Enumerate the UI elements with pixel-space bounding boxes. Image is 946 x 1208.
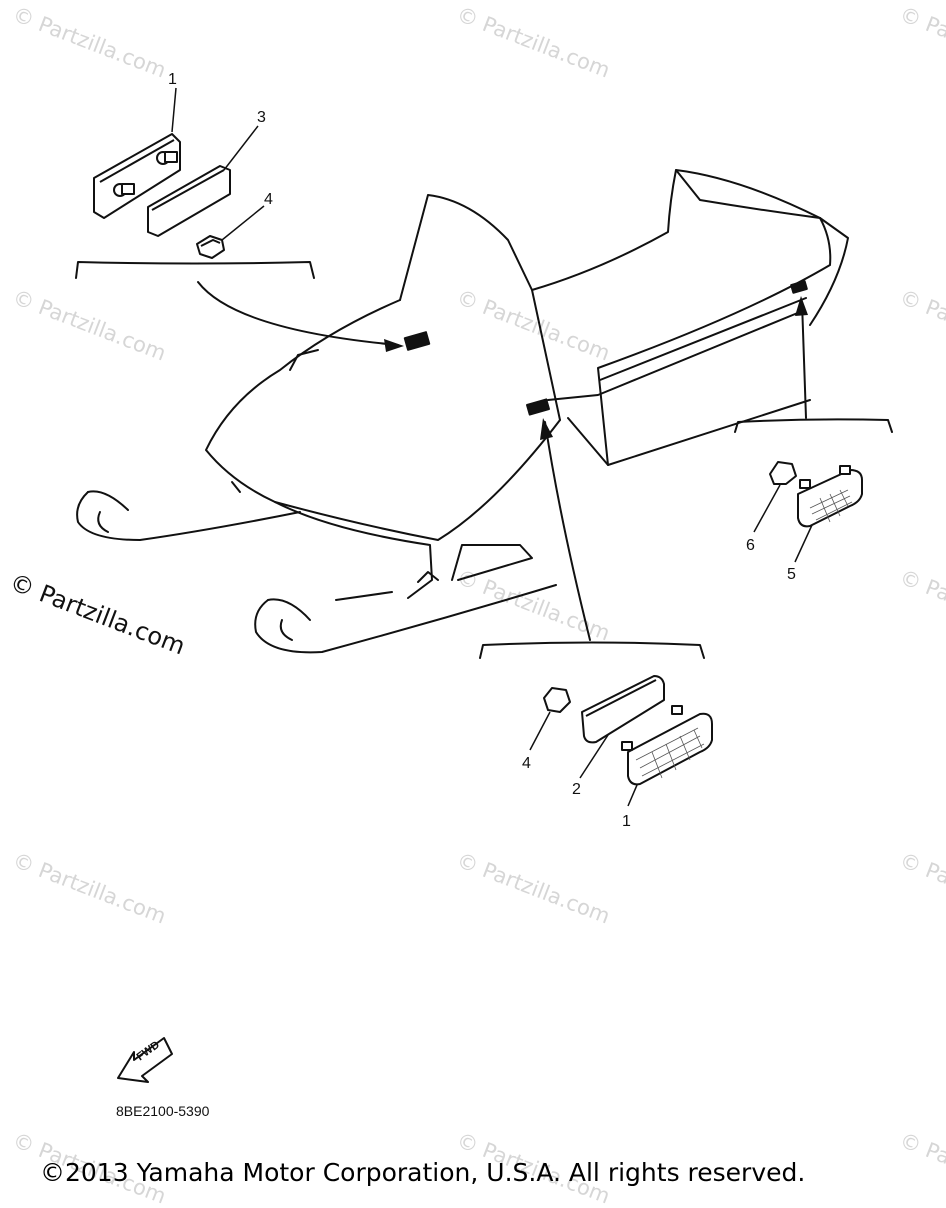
callout-label: 2 <box>572 781 581 798</box>
plate-location-side <box>526 398 550 416</box>
callout-label: 4 <box>522 755 531 772</box>
group-bracket-right <box>734 418 893 433</box>
snowmobile-illustration <box>76 169 849 654</box>
pointer-arrow-rear <box>801 301 807 419</box>
nut-part <box>543 687 571 713</box>
reflector-texture <box>809 489 853 523</box>
callout-label: 3 <box>257 109 266 126</box>
gasket-part <box>147 165 231 237</box>
nut-part <box>769 461 797 485</box>
group-bracket-top <box>75 261 315 279</box>
gasket-part <box>581 675 665 744</box>
reflector-texture <box>635 727 705 779</box>
plate-location-front <box>403 331 431 351</box>
callout-label: 1 <box>622 813 631 830</box>
callout-label: 4 <box>264 191 273 208</box>
copyright-notice: ©2013 Yamaha Motor Corporation, U.S.A. A… <box>40 1158 806 1187</box>
reflector-part <box>627 712 713 786</box>
fwd-arrow-icon <box>117 1037 173 1083</box>
pointer-arrow-side <box>544 421 591 641</box>
group-bracket-bottom <box>479 641 705 659</box>
callout-label: 1 <box>168 71 177 88</box>
callout-label: 6 <box>746 537 755 554</box>
nut-part <box>196 235 225 259</box>
parts-group-top-left <box>93 133 231 259</box>
pointer-arrow-front <box>197 281 399 346</box>
callout-label: 5 <box>787 566 796 583</box>
parts-group-right <box>769 461 863 528</box>
diagram-code: 8BE2100-5390 <box>116 1103 210 1119</box>
parts-group-bottom <box>543 675 713 786</box>
plate-location-rear <box>790 280 808 294</box>
